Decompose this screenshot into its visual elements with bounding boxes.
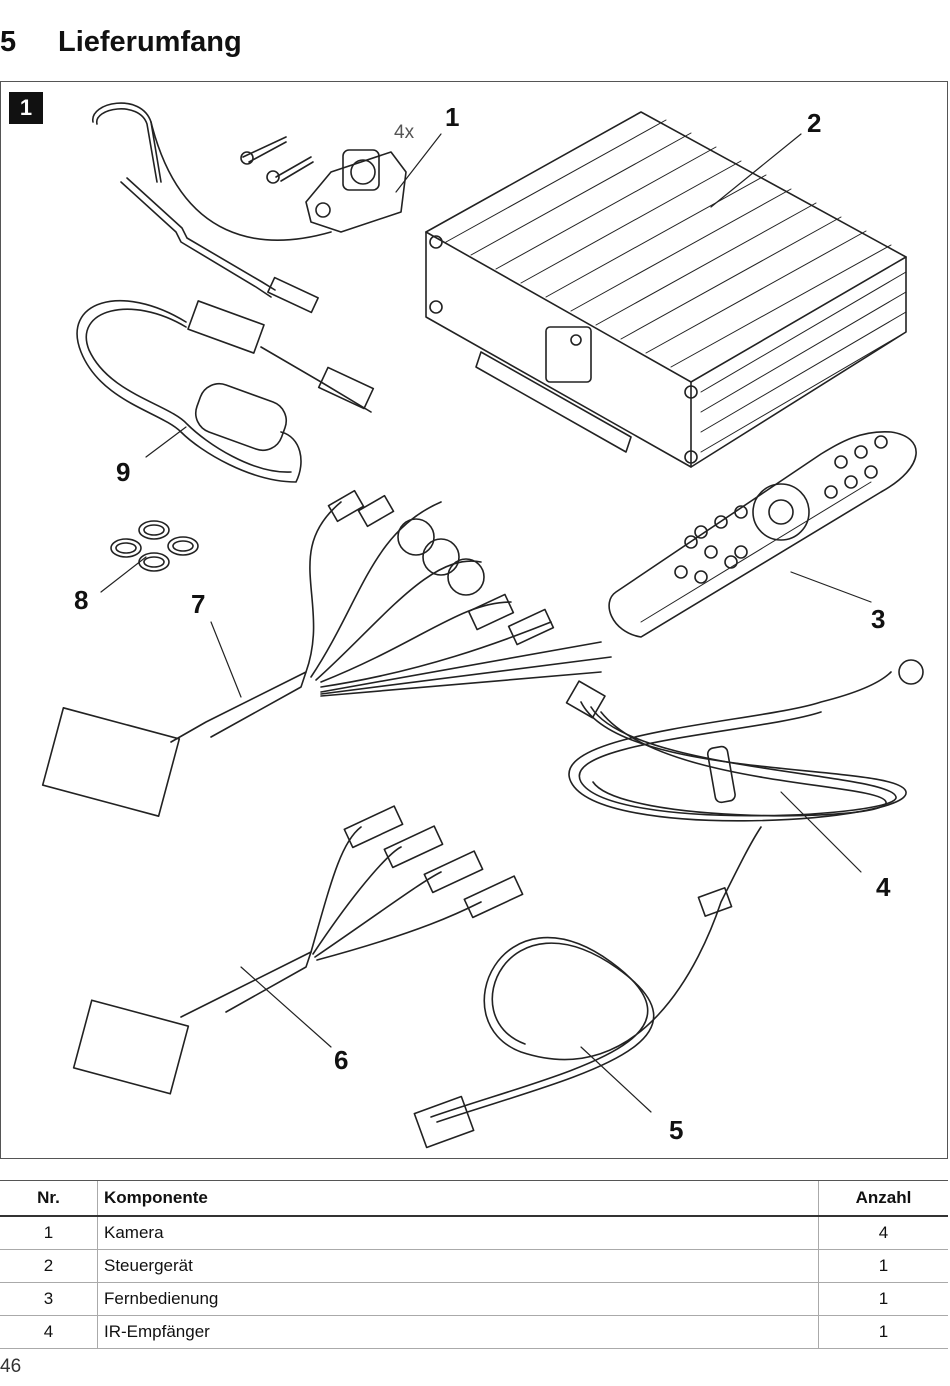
cell-number: 3 [0,1282,98,1316]
column-header-number: Nr. [0,1180,98,1217]
ir-receiver-drawing [565,659,924,822]
callout-7: 7 [191,589,206,619]
callout-6: 6 [334,1045,349,1075]
callout-3: 3 [871,604,886,634]
callout-5: 5 [669,1115,684,1145]
wiring-harness-drawing [41,489,612,817]
line-drawing [41,102,924,1149]
table-row: 1 Kamera 4 [0,1216,948,1250]
remote-control-drawing [608,431,917,638]
cell-component: Fernbedienung [97,1282,819,1316]
cell-quantity: 1 [818,1315,948,1349]
callout-1: 1 [445,102,460,132]
parts-table: Nr. Komponente Anzahl 1 Kamera 4 2 Steue… [0,1180,948,1349]
power-cable-drawing [413,826,762,1149]
callout-8: 8 [74,585,89,615]
cell-quantity: 1 [818,1282,948,1316]
leader-lines [100,133,872,1113]
table-row: 3 Fernbedienung 1 [0,1282,948,1316]
cell-number: 1 [0,1216,98,1250]
cell-number: 2 [0,1249,98,1283]
cell-component: Kamera [97,1216,819,1250]
cell-number: 4 [0,1315,98,1349]
cell-component: IR-Empfänger [97,1315,819,1349]
page-number: 46 [0,1356,22,1377]
column-header-component: Komponente [97,1180,819,1217]
camera-extension-cable-drawing [76,299,375,483]
callout-2: 2 [807,108,822,138]
component-illustration: 1 4x 1 2 3 4 5 6 7 8 9 [0,81,948,1159]
camera-drawing [92,102,407,314]
section-number: 5 [0,25,17,58]
table-header-row: Nr. Komponente Anzahl [0,1180,948,1217]
column-header-quantity: Anzahl [818,1180,948,1217]
figure-number-badge: 1 [9,92,43,124]
quantity-mark: 4x [394,122,415,143]
section-title: Lieferumfang [58,25,242,58]
video-cable-drawing [72,805,524,1095]
cell-component: Steuergerät [97,1249,819,1283]
section-heading: 5 Lieferumfang [0,22,242,62]
callout-4: 4 [876,872,891,902]
table-row: 4 IR-Empfänger 1 [0,1315,948,1349]
control-unit-drawing [425,111,907,468]
cell-quantity: 4 [818,1216,948,1250]
cell-quantity: 1 [818,1249,948,1283]
callout-9: 9 [116,457,131,487]
table-row: 2 Steuergerät 1 [0,1249,948,1283]
o-rings-drawing [110,520,199,572]
